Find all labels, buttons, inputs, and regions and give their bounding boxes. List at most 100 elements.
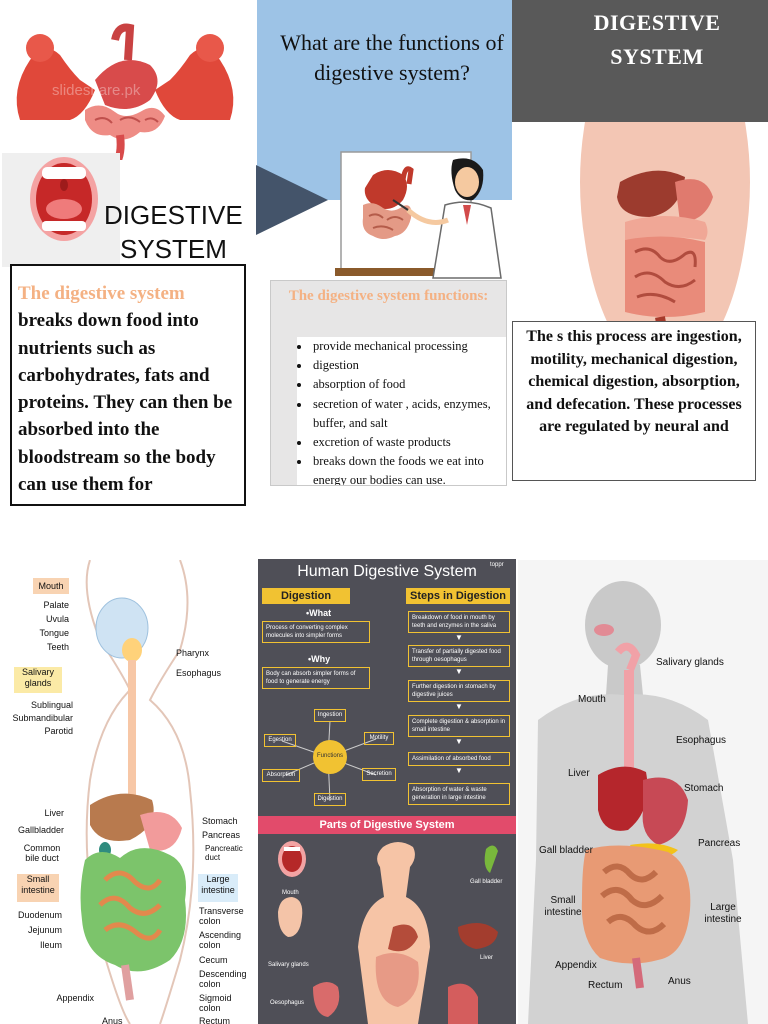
label-liver: Liver [44, 808, 64, 818]
header-line2: SYSTEM [610, 44, 704, 69]
label-pancreas: Pancreas [698, 838, 741, 849]
label-sublingual: Sublingual [30, 700, 73, 710]
step-5: Assimilation of absorbed food [408, 752, 510, 766]
label-descending-colon: Descending colon [199, 969, 247, 989]
label-anus: Anus [668, 976, 691, 987]
list-item: excretion of waste products [311, 433, 506, 452]
node-ingestion: Ingestion [314, 709, 346, 722]
step-3: Further digestion in stomach by digestiv… [408, 680, 510, 702]
body-diagram-panel: Salivary glands Mouth Esophagus Liver St… [518, 560, 768, 1024]
parts-illustrations [278, 841, 498, 1024]
salivary-header: Salivary glands [14, 667, 62, 693]
step-4: Complete digestion & absorption in small… [408, 715, 510, 737]
list-item: secretion of water , acids, enzymes, buf… [311, 395, 506, 433]
functions-diagram-lines [281, 720, 377, 802]
label-small-intestine: Small intestine [544, 895, 582, 918]
part-salivary-glands: Salivary glands [268, 962, 309, 968]
part-oesophagus: Oesophagus [270, 1000, 305, 1006]
open-mouth-illustration [30, 157, 98, 241]
functions-list: provide mechanical processing digestion … [297, 337, 506, 485]
digestive-system-header-panel [512, 0, 768, 122]
label-anus: Anus [102, 1016, 123, 1024]
label-submandibular: Submandibular [12, 713, 73, 723]
functions-box: The digestive system functions: provide … [270, 280, 507, 486]
parts-heading: Parts of Digestive System [258, 816, 516, 834]
part-gall-bladder: Gall bladder [470, 879, 503, 885]
label-mouth: Mouth [578, 694, 606, 705]
why-heading: •Why [308, 654, 331, 664]
label-duodenum: Duodenum [17, 910, 62, 920]
arrow-shape [256, 165, 328, 235]
part-liver: Liver [480, 955, 494, 961]
why-text: Body can absorb simpler forms of food to… [262, 667, 370, 689]
functions-center-label: Functions [316, 753, 343, 759]
digestive-definition-box: The digestive system breaks down food in… [10, 264, 246, 506]
label-teeth: Teeth [46, 642, 69, 652]
node-absorption: Absorption [262, 769, 300, 782]
label-pancreas: Pancreas [202, 830, 241, 840]
label-esophagus: Esophagus [676, 735, 727, 746]
label-gall-bladder: Gall bladder [539, 845, 593, 856]
definition-text: breaks down food into nutrients such as … [18, 310, 233, 496]
digestive-system-header: DIGESTIVE SYSTEM [512, 6, 768, 74]
infographic-title: Human Digestive System [297, 563, 477, 580]
what-text: Process of converting complex molecules … [262, 621, 370, 643]
label-stomach: Stomach [202, 816, 238, 826]
label-tongue: Tongue [39, 628, 69, 638]
large-intestine-header: Large intestine [198, 874, 238, 902]
label-salivary-glands: Salivary glands [656, 657, 724, 668]
label-palate: Palate [43, 600, 69, 610]
processes-box: The s this process are ingestion, motili… [512, 321, 756, 481]
label-sigmoid-colon: Sigmoid colon [199, 993, 232, 1013]
label-stomach: Stomach [684, 783, 724, 794]
left-title-line1: DIGESTIVE [104, 200, 243, 230]
mouth-header: Mouth [33, 578, 69, 594]
node-egestion: Egestion [264, 734, 296, 747]
definition-highlight: The digestive system [18, 283, 185, 304]
label-ascending-colon: Ascending colon [199, 930, 242, 950]
step-2: Transfer of partially digested food thro… [408, 645, 510, 667]
label-esophagus: Esophagus [176, 668, 222, 678]
label-appendix: Appendix [56, 993, 94, 1003]
label-jejunum: Jejunum [27, 925, 62, 935]
step-arrow-icon: ▼ [455, 766, 463, 775]
label-common-bile-duct: Common bile duct [23, 843, 61, 863]
small-intestine-header: Small intestine [17, 874, 59, 902]
step-arrow-icon: ▼ [455, 633, 463, 642]
grey-body-illustration [528, 581, 748, 1024]
teacher-illustration [335, 151, 502, 279]
watermark-text: slideshare.pk [52, 82, 141, 99]
part-mouth: Mouth [282, 890, 299, 896]
left-digestive-system-title: DIGESTIVE SYSTEM [104, 198, 243, 266]
what-heading: •What [306, 608, 332, 618]
label-cecum: Cecum [199, 955, 228, 965]
node-motility: Motility [364, 732, 394, 745]
label-rectum: Rectum [588, 980, 623, 991]
label-rectum: Rectum [199, 1016, 231, 1024]
infographic-panel: Human Digestive System toppr Digestion S… [258, 559, 516, 1024]
anatomy-body-illustration [80, 560, 195, 1024]
label-ileum: Ileum [39, 940, 62, 950]
label-liver: Liver [568, 768, 590, 779]
label-large-intestine: Large intestine [704, 902, 742, 925]
muscle-stomach-illustration [16, 23, 234, 160]
functions-heading: The digestive system functions: [288, 288, 489, 304]
step-arrow-icon: ▼ [455, 667, 463, 676]
list-item: absorption of food [311, 375, 506, 394]
anatomy-diagram-panel: Mouth Palate Uvula Tongue Teeth Salivary… [0, 560, 256, 1024]
question-text: What are the functions of digestive syst… [280, 30, 504, 85]
digestion-heading: Digestion [262, 588, 350, 604]
brand-badge: toppr [490, 562, 504, 568]
step-arrow-icon: ▼ [455, 737, 463, 746]
label-transverse-colon: Transverse colon [199, 906, 244, 926]
step-6: Absorption of water & waste generation i… [408, 783, 510, 805]
label-pharynx: Pharynx [176, 648, 210, 658]
list-item: digestion [311, 356, 506, 375]
step-arrow-icon: ▼ [455, 702, 463, 711]
label-appendix: Appendix [555, 960, 597, 971]
node-digestion: Digestion [314, 793, 346, 806]
steps-heading: Steps in Digestion [406, 588, 510, 604]
node-secretion: Secretion [362, 768, 396, 781]
step-1: Breakdown of food in mouth by teeth and … [408, 611, 510, 633]
list-item: provide mechanical processing [311, 337, 506, 356]
